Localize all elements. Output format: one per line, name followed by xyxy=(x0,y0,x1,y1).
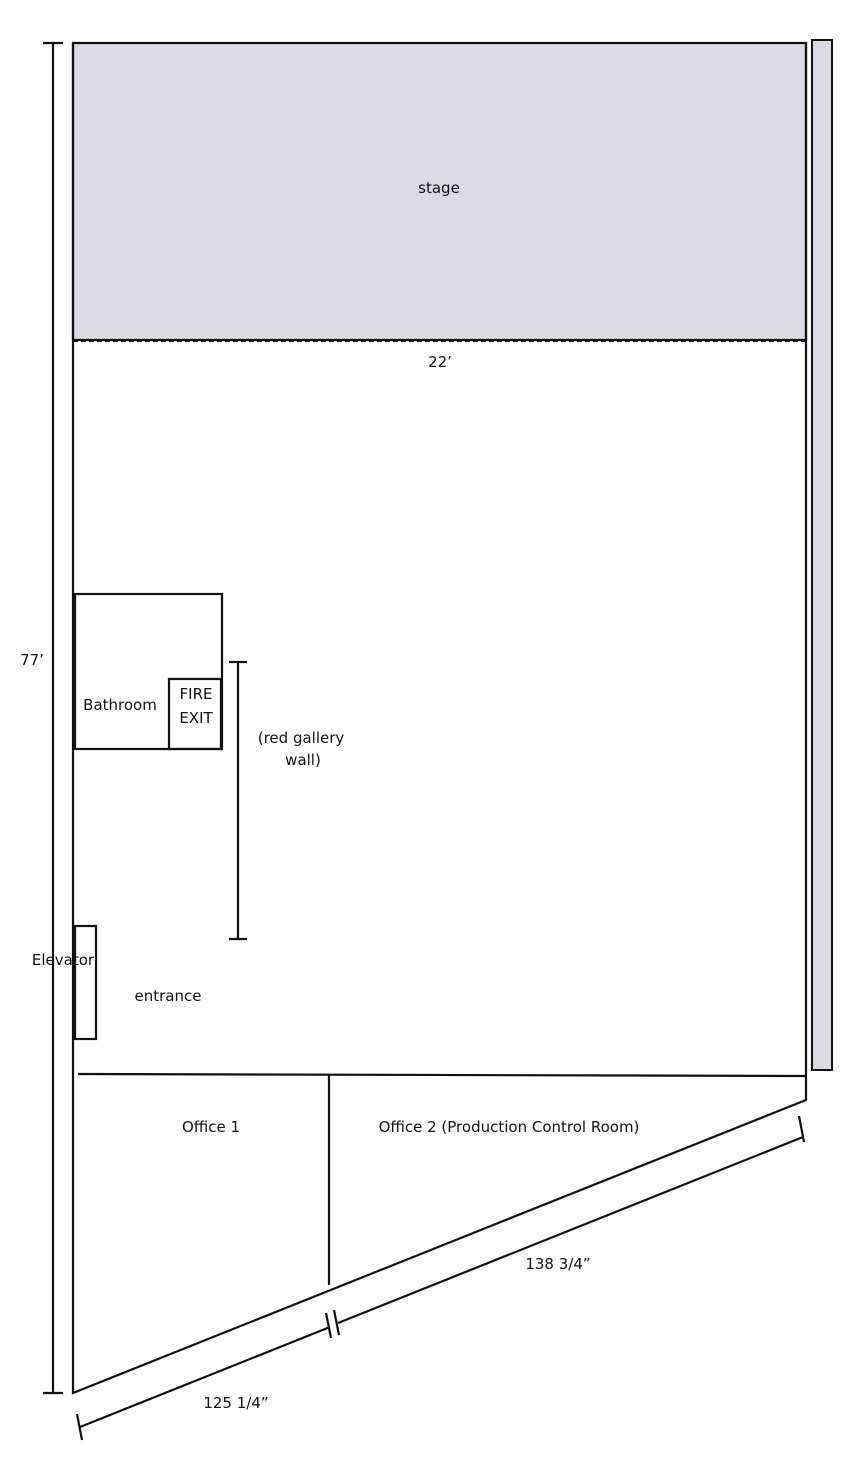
length-dimension xyxy=(43,41,63,1395)
fire-exit-label-1: FIRE xyxy=(180,685,213,703)
stage-area xyxy=(71,41,808,342)
elevator-label: Elevator xyxy=(32,951,95,969)
bathroom-label: Bathroom xyxy=(83,696,157,714)
gallery-label-2: wall) xyxy=(285,751,321,769)
fire-exit-label-2: EXIT xyxy=(179,709,213,727)
office2-label: Office 2 (Production Control Room) xyxy=(379,1118,640,1136)
diag-right-label: 138 3/4” xyxy=(525,1255,590,1273)
red-gallery-wall xyxy=(229,660,247,941)
fire-exit-box xyxy=(167,677,223,751)
office-wall xyxy=(77,1072,807,1078)
diag-left-label: 125 1/4” xyxy=(203,1394,268,1412)
elevator-box xyxy=(73,924,98,1041)
stage-label: stage xyxy=(418,179,460,197)
gallery-label-1: (red gallery xyxy=(258,729,345,747)
total-length-label: 77’ xyxy=(20,651,44,669)
bathroom-room xyxy=(73,592,224,751)
stage-width-label: 22’ xyxy=(428,353,452,371)
outer-wall xyxy=(71,43,808,1395)
entrance-label: entrance xyxy=(135,987,202,1005)
office1-label: Office 1 xyxy=(182,1118,240,1136)
side-wall-strip xyxy=(811,39,833,1071)
diagonal-dimension xyxy=(75,1115,806,1441)
